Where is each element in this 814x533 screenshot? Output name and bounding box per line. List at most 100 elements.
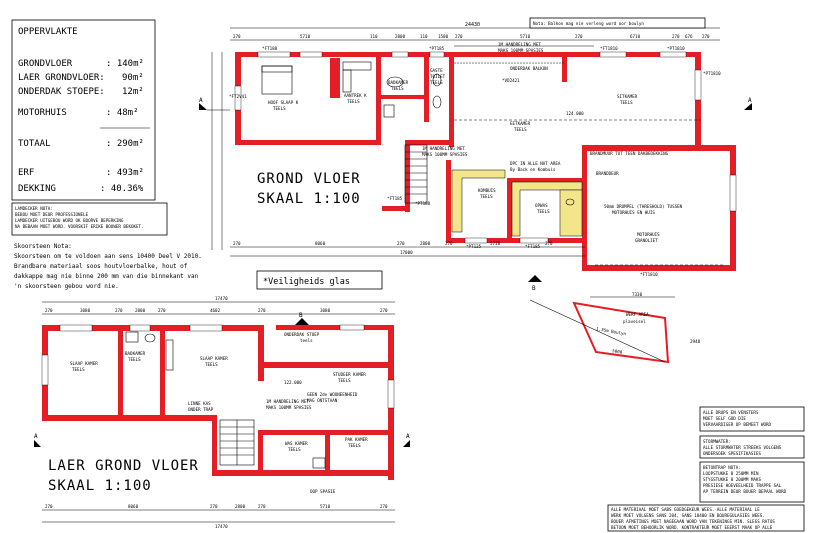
toilet	[432, 95, 442, 109]
dim-label: 270	[233, 34, 241, 39]
window-tag: *FT2V41	[229, 94, 247, 99]
dim-label: 1500	[438, 34, 449, 39]
room-label-dressing: AANTREK K	[344, 93, 367, 98]
wall	[507, 178, 512, 240]
wall	[695, 52, 701, 150]
dim-label: 270	[380, 308, 388, 313]
dim-label: 270	[115, 308, 123, 313]
room-label-garage: MOTORHUIS	[637, 232, 660, 237]
note-title: STORMWATER:	[703, 439, 731, 444]
room-label-under-stoep: ONDERDAK STOEP	[284, 332, 320, 337]
site-dim: 1.35m Boulyn	[596, 326, 627, 336]
wall	[454, 52, 594, 57]
window	[391, 51, 409, 58]
area-erf-value: : 493m²	[106, 168, 144, 178]
dim-label: 5710	[320, 504, 331, 509]
room-label-bathroom: BADKAMER	[388, 80, 409, 85]
dim-label: 270	[258, 504, 266, 509]
site-label: plaveisel	[623, 319, 646, 324]
wall	[276, 325, 394, 330]
note-line: ALLE STORMWATER STREEKS VOLGENS	[703, 445, 782, 450]
lower-stairs	[219, 419, 255, 466]
section-marker-icon	[295, 318, 309, 325]
dim-label: 270	[545, 241, 553, 246]
dim-label: 17470	[215, 296, 228, 301]
driveway-outline	[572, 301, 670, 364]
dim-label: 17000	[400, 250, 413, 255]
dim-label: 5710	[520, 34, 531, 39]
area-row-value: 12m²	[122, 87, 144, 97]
wall	[330, 58, 335, 98]
wall	[590, 52, 700, 57]
room-sublabel: TEELS	[430, 80, 443, 85]
window-tag: *FT1810	[640, 272, 658, 277]
window	[339, 324, 365, 331]
wall	[405, 140, 410, 212]
scullery-counter	[511, 181, 583, 237]
room-sublabel: TEELS	[480, 194, 493, 199]
dim-label: 270	[45, 308, 53, 313]
window	[387, 379, 395, 409]
area-table-frame	[11, 19, 156, 201]
room-label-main-bed: HOOF SLAAP K	[268, 100, 299, 105]
dim-label: 270	[702, 34, 710, 39]
room-sublabel: GRANOLIET	[635, 238, 658, 243]
annotation: MAKS 100MM SPASIES	[422, 152, 468, 157]
note-line: 'n skoorsteen gebou word nie.	[14, 283, 119, 290]
dim-label: 270	[158, 308, 166, 313]
dim-label: 110	[420, 34, 428, 39]
wall	[325, 430, 330, 475]
dim-label: 6710	[630, 34, 641, 39]
room-label-study: STUDEER KAMER	[333, 372, 366, 377]
wall	[405, 140, 450, 145]
room-label-pantry: PAK KAMER	[345, 437, 368, 442]
site-dim: 5000	[612, 348, 623, 355]
area-row-value: 90m²	[122, 73, 144, 83]
dim-label: 8060	[315, 241, 326, 246]
dim-label: 2800	[135, 308, 146, 313]
dim-label: 270	[575, 34, 583, 39]
note-line: WERK MOET VOLGENS SANS 204, SANS 10400 E…	[611, 513, 765, 518]
note-line: MOET SELF GOD DIE	[703, 416, 746, 421]
area-dekking-value: : 40.36%	[100, 184, 144, 194]
annotation: OOP SPASIE	[310, 489, 336, 494]
annotation: MAG ONTSTAAN	[307, 398, 338, 403]
wall	[446, 238, 584, 243]
room-sublabel: TEELS	[288, 447, 301, 452]
area-total-value: : 290m²	[106, 139, 144, 149]
annotation: ONDER TRAP	[188, 407, 214, 412]
wall	[258, 325, 264, 381]
area-row-label: LAER GRONDVLOER:	[18, 73, 105, 83]
section-marker-a-right: A	[744, 97, 752, 110]
area-table: OPPERVLAKTE GRONDVLOER : 140m² LAER GRON…	[11, 19, 156, 201]
svg-text:B: B	[532, 285, 536, 292]
dim-label: 270	[233, 241, 241, 246]
toilet	[432, 73, 442, 87]
dim-label: 5710	[300, 34, 311, 39]
level-marker: 124.000	[566, 111, 584, 116]
wall	[212, 415, 217, 475]
lower-floor-title: LAER GROND VLOER	[48, 458, 199, 474]
svg-text:A: A	[199, 97, 203, 104]
dim-label: 270	[445, 241, 453, 246]
room-label-guest-wc: GASTE	[430, 68, 443, 73]
safety-glass-box	[256, 270, 383, 290]
dim-label: 270	[455, 34, 463, 39]
annotation: GEEN 2de WOONEENHEID	[307, 392, 358, 397]
window-tag: *PT1810	[703, 71, 721, 76]
ground-floor-scale: SKAAL 1:100	[257, 191, 361, 207]
annotation: 1M HANDRELING MET	[266, 399, 309, 404]
dim-label: 110	[370, 34, 378, 39]
window	[659, 51, 687, 58]
washer	[312, 457, 326, 469]
wall	[160, 325, 165, 415]
wall	[585, 265, 736, 271]
window-tag: *FT1810	[600, 46, 618, 51]
window	[429, 51, 445, 58]
note-line: Skoorsteen Nota:	[14, 243, 72, 250]
area-row-label: ONDERDAK STOEPE:	[18, 87, 105, 97]
annotation: ONDERDAK BALKON	[510, 66, 548, 71]
window-tag: *PT188	[415, 201, 431, 206]
room-sublabel: TEELS	[620, 100, 633, 105]
room-label-bed1: SLAAP KAMER	[70, 361, 98, 366]
